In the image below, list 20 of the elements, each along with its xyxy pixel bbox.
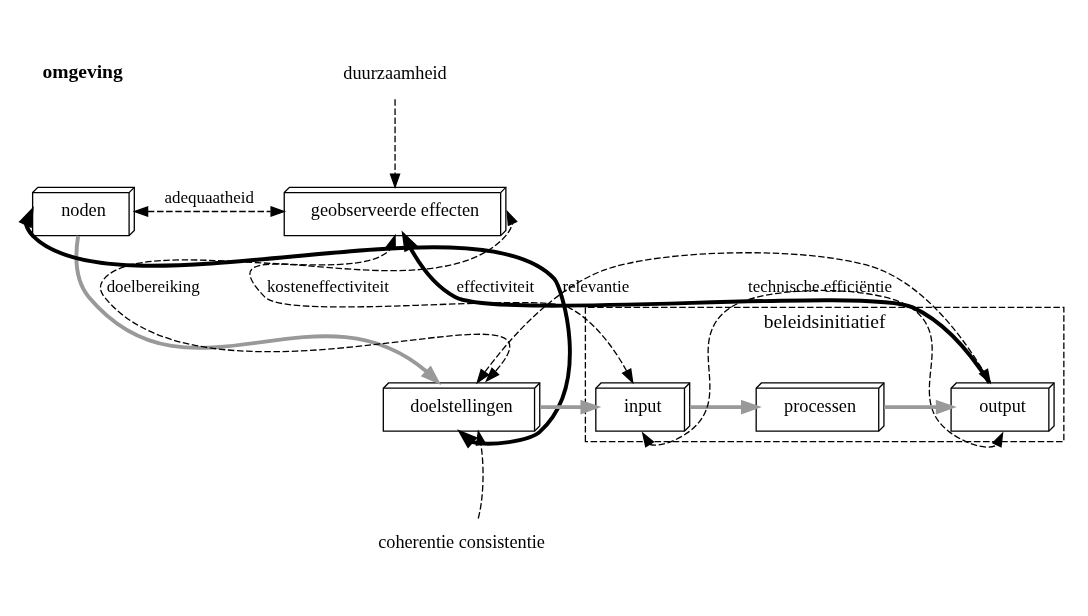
arrow	[641, 289, 1004, 448]
arrow	[689, 399, 762, 415]
arrow	[74, 235, 442, 386]
edge-label: doelbereiking	[106, 277, 200, 297]
arrow	[540, 399, 602, 415]
arrow	[250, 209, 634, 385]
edge-label: effectiviteit	[456, 277, 535, 297]
edge-label: technische efficiëntie	[748, 277, 893, 297]
edge-label: relevantie	[562, 277, 630, 297]
label: omgeving	[42, 60, 123, 82]
edge-label: kosteneffectiviteit	[266, 277, 389, 297]
arrow	[99, 233, 510, 383]
arrow	[132, 206, 287, 217]
edge-label: adequaatheid	[164, 187, 254, 207]
arrow	[884, 399, 957, 415]
arrow	[389, 98, 401, 190]
arrow	[18, 206, 572, 449]
node-text: duurzaamheid	[343, 63, 447, 84]
arrow	[475, 429, 487, 520]
node-text: coherentie consistentie	[378, 531, 545, 552]
